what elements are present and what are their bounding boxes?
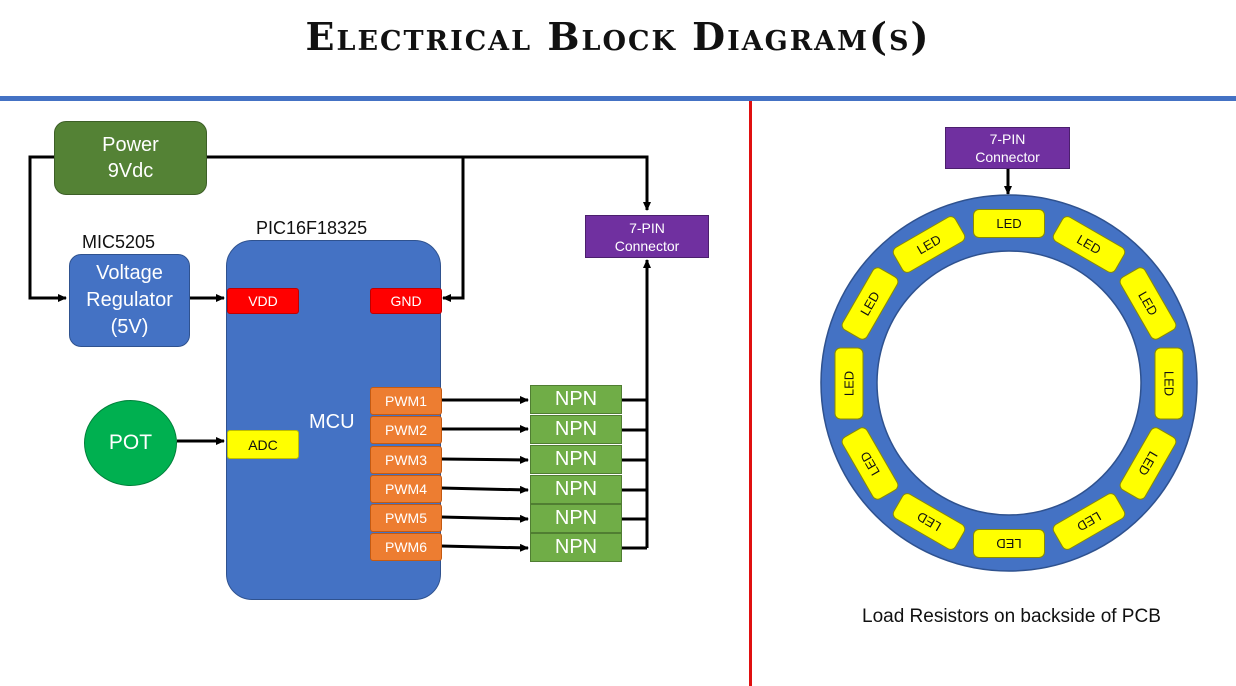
connector-right-line2: Connector [975,149,1040,165]
power-voltage: 9Vdc [107,160,154,182]
load-resistor-note: Load Resistors on backside of PCB [862,606,1161,627]
pin-pwm6: PWM6 [370,533,442,561]
wire-pwm3 [440,455,529,464]
regulator-line2: Regulator [86,289,173,311]
led-7: LED [973,528,1045,558]
pin-pwm2: PWM2 [370,416,442,444]
wire-pwm6 [440,543,529,552]
pin-pwm1: PWM1 [370,387,442,415]
connector-left: 7-PIN Connector [585,215,709,258]
wire-pwm5 [440,514,529,523]
page-title: Electrical Block Diagram(s) [305,14,931,59]
potentiometer: POT [84,400,177,486]
wire-npn-bus [622,260,647,550]
voltage-regulator-block: Voltage Regulator (5V) [69,254,190,347]
pin-adc: ADC [227,430,299,459]
header-rule [0,96,1236,101]
npn-transistor-1: NPN [530,385,622,414]
wire-power-to-connector [207,155,651,211]
led-4: LED [1154,347,1184,419]
pin-gnd: GND [370,288,442,314]
regulator-line3: (5V) [110,316,149,338]
connector-left-line1: 7-PIN [629,219,665,236]
connector-right-line1: 7-PIN [989,131,1026,147]
power-block: Power 9Vdc [54,121,207,195]
wire-pwm4 [440,485,529,494]
mcu-label: MCU [309,411,355,433]
panel-separator [749,101,752,686]
npn-transistor-5: NPN [530,504,622,533]
npn-transistor-4: NPN [530,475,622,504]
mcu-block: MCU VDD GND ADC PWM1 PWM2 PWM3 PWM4 PWM5… [226,240,442,600]
npn-transistor-6: NPN [530,533,622,562]
mcu-part-label: PIC16F18325 [256,218,368,238]
power-label: Power [102,134,159,156]
pin-pwm5: PWM5 [370,504,442,532]
connector-right: 7-PIN Connector [945,127,1070,169]
pin-vdd: VDD [227,288,299,314]
led-1: LED [973,208,1045,238]
regulator-part-label: MIC5205 [82,232,156,252]
npn-transistor-3: NPN [530,445,622,474]
pin-pwm3: PWM3 [370,446,442,474]
regulator-line1: Voltage [96,262,163,284]
connector-left-line2: Connector [614,237,680,254]
wire-power-to-regulator [28,155,67,302]
led-ring [820,194,1198,572]
npn-transistor-2: NPN [530,415,622,444]
led-10: LED [834,347,864,419]
pin-pwm4: PWM4 [370,475,442,503]
wire-gnd [442,157,465,302]
